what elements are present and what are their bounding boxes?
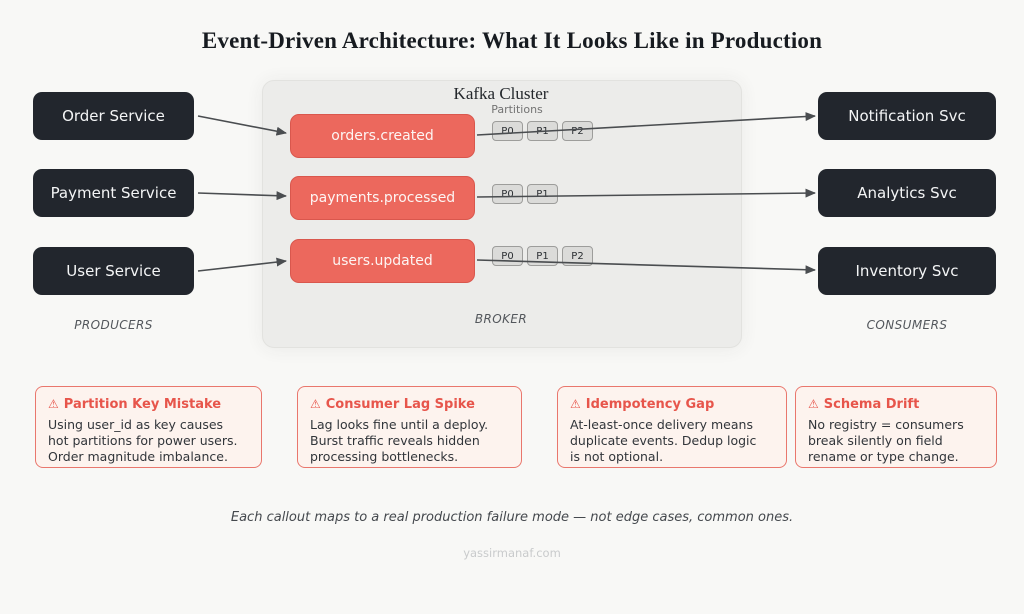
producer-node-user-service: User Service (33, 247, 194, 295)
topic-label: orders.created (331, 128, 434, 144)
producer-node-order-service: Order Service (33, 92, 194, 140)
producer-label: Payment Service (50, 184, 177, 202)
partition-chip: P1 (527, 246, 558, 266)
callout-body-line: break silently on field (808, 433, 943, 448)
partition-chip: P1 (527, 184, 558, 204)
callout-body-line: No registry = consumers (808, 417, 964, 432)
warning-icon: ⚠ (808, 397, 819, 411)
callout-consumer-lag-spike: ⚠Consumer Lag Spike Lag looks fine until… (297, 386, 522, 468)
page-title: Event-Driven Architecture: What It Looks… (201, 28, 823, 53)
callout-body-line: is not optional. (570, 449, 664, 464)
topic-payments-processed: payments.processed (290, 176, 475, 220)
callout-body-line: Lag looks fine until a deploy. (310, 417, 489, 432)
producer-label: Order Service (62, 107, 165, 125)
consumer-node-inventory-svc: Inventory Svc (818, 247, 996, 295)
callout-body-line: rename or type change. (808, 449, 959, 464)
callout-idempotency-gap: ⚠Idempotency Gap At-least-once delivery … (557, 386, 787, 468)
partition-chip: P1 (527, 121, 558, 141)
partition-chip: P0 (492, 121, 523, 141)
consumer-node-notification-svc: Notification Svc (818, 92, 996, 140)
partitions-label: Partitions (491, 103, 543, 116)
warning-icon: ⚠ (570, 397, 581, 411)
producer-node-payment-service: Payment Service (33, 169, 194, 217)
callout-body-line: processing bottlenecks. (310, 449, 459, 464)
callout-body-line: Order magnitude imbalance. (48, 449, 228, 464)
callout-partition-key-mistake: ⚠Partition Key Mistake Using user_id as … (35, 386, 262, 468)
callout-body-line: hot partitions for power users. (48, 433, 238, 448)
topic-orders-created: orders.created (290, 114, 475, 158)
watermark: yassirmanaf.com (463, 546, 561, 560)
warning-icon: ⚠ (310, 397, 321, 411)
kafka-cluster-title: Kafka Cluster (453, 84, 549, 103)
topic-label: payments.processed (309, 190, 456, 206)
producers-zone-label: PRODUCERS (74, 318, 153, 332)
callout-body-line: Using user_id as key causes (48, 417, 224, 432)
consumer-label: Notification Svc (848, 107, 966, 125)
topic-users-updated: users.updated (290, 239, 475, 283)
callout-body-line: Burst traffic reveals hidden (310, 433, 480, 448)
callout-schema-drift: ⚠Schema Drift No registry = consumers br… (795, 386, 997, 468)
partition-chip: P0 (492, 184, 523, 204)
warning-icon: ⚠ (48, 397, 59, 411)
footer-note: Each callout maps to a real production f… (230, 510, 794, 525)
partition-chip: P0 (492, 246, 523, 266)
producer-label: User Service (66, 262, 161, 280)
partition-chip: P2 (562, 121, 593, 141)
callout-title: ⚠Schema Drift (808, 397, 920, 412)
callout-title: ⚠Consumer Lag Spike (310, 397, 475, 412)
broker-zone-label: BROKER (474, 312, 528, 326)
topic-label: users.updated (332, 253, 433, 269)
partition-chip: P2 (562, 246, 593, 266)
callout-body-line: At-least-once delivery means (570, 417, 753, 432)
consumers-zone-label: CONSUMERS (866, 318, 948, 332)
callout-title: ⚠Partition Key Mistake (48, 397, 222, 412)
consumer-label: Inventory Svc (855, 262, 959, 280)
consumer-label: Analytics Svc (857, 184, 957, 202)
callout-body-line: duplicate events. Dedup logic (570, 433, 757, 448)
consumer-node-analytics-svc: Analytics Svc (818, 169, 996, 217)
callout-title: ⚠Idempotency Gap (570, 397, 715, 412)
